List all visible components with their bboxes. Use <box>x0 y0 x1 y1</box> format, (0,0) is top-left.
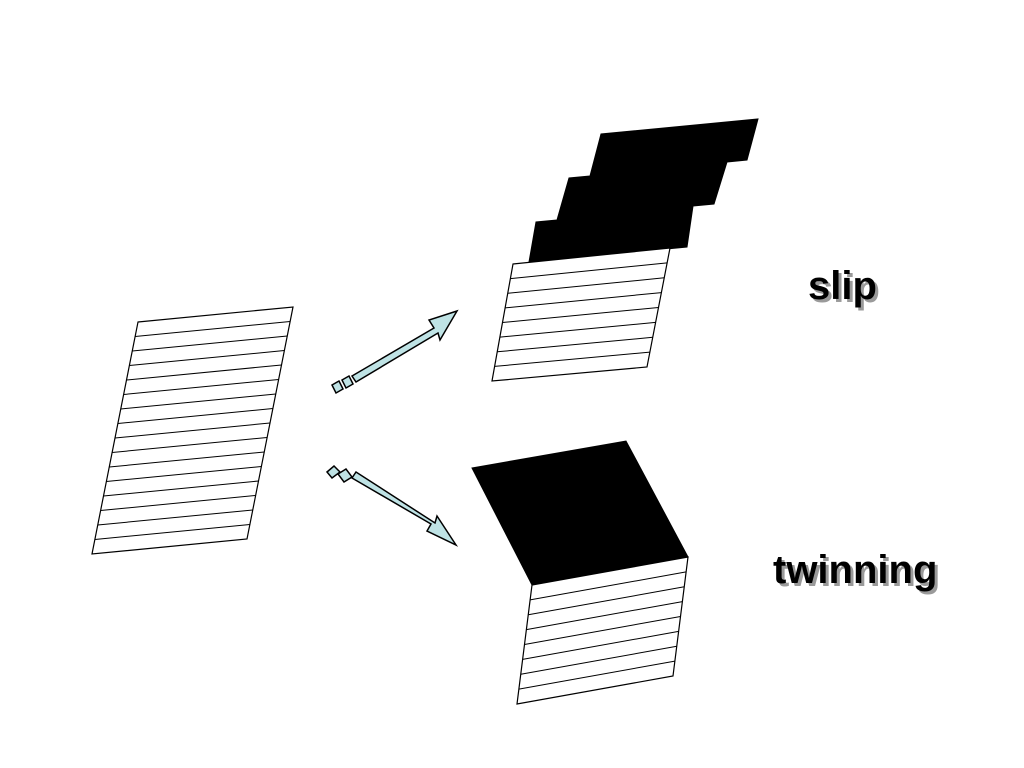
lattice-plane-line <box>505 292 662 309</box>
lattice-plane-line <box>94 524 250 540</box>
lattice-plane-line <box>522 630 679 660</box>
lattice-plane-line <box>129 350 285 366</box>
lattice-plane-line <box>100 495 256 511</box>
arrow-to-twinning <box>325 464 459 547</box>
lattice-plane-line <box>126 364 282 381</box>
lattice-plane-line <box>123 379 279 395</box>
arrow-to-twinning-shaft <box>350 470 459 547</box>
lattice-plane-line <box>120 393 276 410</box>
lattice-plane-line <box>109 451 265 468</box>
lattice-plane-line <box>518 660 675 690</box>
lattice-plane-line <box>528 586 685 616</box>
original-crystal <box>91 306 294 555</box>
lattice-plane-line <box>97 509 253 526</box>
lattice-plane-line <box>103 480 259 497</box>
arrow-to-slip-shaft <box>350 309 459 384</box>
arrow-to-slip-tail-segment <box>341 374 354 390</box>
lattice-plane-line <box>520 645 677 675</box>
lattice-plane-line <box>507 277 665 294</box>
twinning-label: twinning <box>773 548 938 592</box>
lattice-plane-line <box>112 437 268 453</box>
slip-crystal <box>491 118 759 382</box>
lattice-plane-line <box>494 351 650 367</box>
lattice-plane-line <box>106 466 262 482</box>
lattice-plane-line <box>530 571 687 601</box>
lattice-plane-line <box>132 335 288 352</box>
lattice-plane-line <box>502 307 659 323</box>
twinning-crystal <box>471 440 689 705</box>
slip-crystal-planes <box>494 262 668 367</box>
lattice-plane-line <box>524 616 681 645</box>
arrow-to-twinning-tail-segment <box>336 467 354 484</box>
original-crystal-planes <box>94 321 291 540</box>
lattice-plane-line <box>526 601 683 631</box>
slip-deformed-steps <box>528 118 759 263</box>
lattice-plane-line <box>114 422 271 439</box>
arrow-to-twinning-tail-segment <box>325 464 342 480</box>
lattice-plane-line <box>497 336 653 353</box>
slip-label: slip <box>808 264 877 308</box>
lattice-plane-line <box>135 321 291 337</box>
arrow-to-slip <box>331 309 459 395</box>
arrow-to-slip-tail-segment <box>331 379 344 395</box>
twin-crystal-planes <box>518 571 687 690</box>
lattice-plane-line <box>499 321 656 338</box>
lattice-plane-line <box>510 262 668 280</box>
lattice-plane-line <box>117 408 273 424</box>
